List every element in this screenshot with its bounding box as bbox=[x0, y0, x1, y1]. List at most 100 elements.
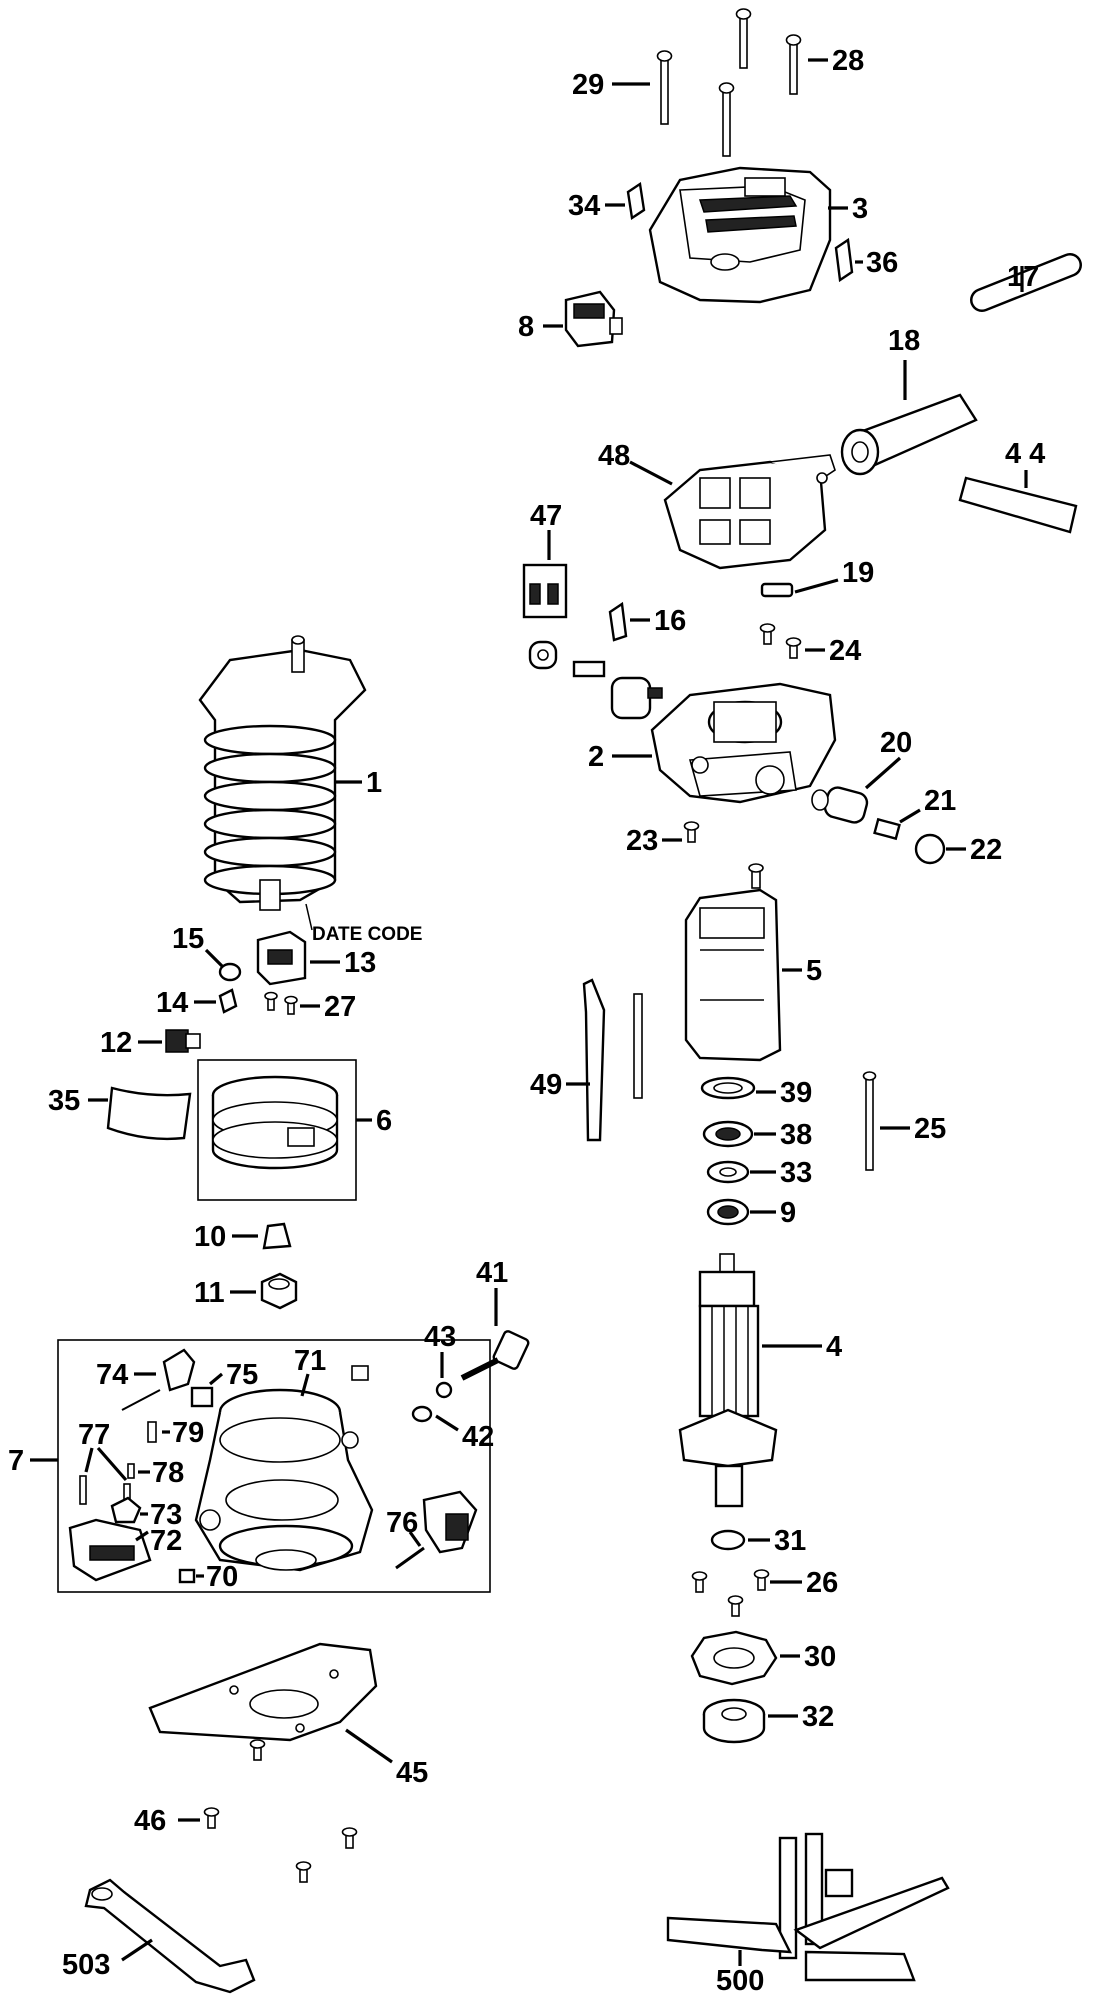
label-74: 74 bbox=[96, 1359, 128, 1391]
label-32: 32 bbox=[802, 1701, 834, 1733]
label-6: 6 bbox=[376, 1105, 392, 1137]
clip-16 bbox=[608, 601, 628, 642]
pin-76 bbox=[395, 1546, 425, 1570]
label-7: 7 bbox=[8, 1445, 24, 1477]
brush-21 bbox=[873, 817, 901, 841]
part-70 bbox=[178, 1568, 196, 1584]
part-73 bbox=[110, 1496, 142, 1524]
label-75: 75 bbox=[226, 1359, 258, 1391]
bearing-stack bbox=[700, 1076, 756, 1226]
screw-25 bbox=[862, 1071, 877, 1171]
bracket-13 bbox=[256, 930, 307, 986]
motor-base-1 bbox=[198, 635, 367, 911]
pin-77a bbox=[79, 1475, 87, 1505]
screw-28-29-group bbox=[656, 8, 802, 157]
motor-cover-3 bbox=[648, 166, 832, 304]
knob-41 bbox=[460, 1330, 530, 1381]
label-3: 3 bbox=[852, 193, 868, 225]
armature-4 bbox=[678, 1253, 778, 1508]
label-24: 24 bbox=[829, 635, 861, 667]
screws-26 bbox=[691, 1569, 770, 1617]
label-39: 39 bbox=[780, 1077, 812, 1109]
label-72: 72 bbox=[150, 1525, 182, 1557]
label-18: 18 bbox=[888, 325, 920, 357]
screws-46 bbox=[203, 1739, 358, 1883]
fixed-base-box bbox=[57, 1339, 491, 1593]
label-5: 5 bbox=[806, 955, 822, 987]
label-16: 16 bbox=[654, 605, 686, 637]
label-71: 71 bbox=[294, 1345, 326, 1377]
lever-74 bbox=[162, 1348, 196, 1392]
label-30: 30 bbox=[804, 1641, 836, 1673]
motor-housing-2 bbox=[650, 682, 837, 804]
label-1: 1 bbox=[366, 767, 382, 799]
label-43: 43 bbox=[424, 1321, 456, 1353]
parts-49 bbox=[582, 978, 643, 1142]
brush-cap-22 bbox=[914, 833, 946, 865]
switch-47 bbox=[522, 563, 568, 619]
label-31: 31 bbox=[774, 1525, 806, 1557]
screws-27 bbox=[264, 991, 298, 1015]
label-47: 47 bbox=[530, 500, 562, 532]
clip-14 bbox=[218, 988, 238, 1014]
stator-5 bbox=[684, 863, 782, 1062]
label-4: 4 bbox=[826, 1331, 842, 1363]
label-sticker-44 bbox=[958, 476, 1078, 534]
label-70: 70 bbox=[206, 1561, 238, 1593]
label-plate-36 bbox=[834, 237, 854, 283]
label-73: 73 bbox=[150, 1499, 182, 1531]
bearing-plate-30 bbox=[690, 1630, 778, 1686]
fixed-base-71 bbox=[194, 1365, 374, 1572]
label-19: 19 bbox=[842, 557, 874, 589]
label-9: 9 bbox=[780, 1197, 796, 1229]
label-500: 500 bbox=[716, 1965, 764, 1997]
label-46: 46 bbox=[134, 1805, 166, 1837]
washer-42 bbox=[411, 1405, 433, 1423]
label-44: 4 4 bbox=[1005, 438, 1045, 470]
label-2: 2 bbox=[588, 741, 604, 773]
power-cord-17 bbox=[970, 253, 1082, 312]
label-78: 78 bbox=[152, 1457, 184, 1489]
bearing-32 bbox=[702, 1698, 766, 1744]
label-12: 12 bbox=[100, 1027, 132, 1059]
label-25: 25 bbox=[914, 1113, 946, 1145]
label-35: 35 bbox=[48, 1085, 80, 1117]
label-42: 42 bbox=[462, 1421, 494, 1453]
label-76: 76 bbox=[386, 1507, 418, 1539]
pin-15 bbox=[218, 962, 242, 982]
depth-ring-box bbox=[197, 1059, 357, 1201]
label-21: 21 bbox=[924, 785, 956, 817]
label-23: 23 bbox=[626, 825, 658, 857]
washer-43 bbox=[435, 1381, 453, 1399]
label-17: 17 bbox=[1007, 261, 1039, 293]
label-79: 79 bbox=[172, 1417, 204, 1449]
cord-sleeve-18 bbox=[840, 393, 978, 476]
part-12 bbox=[165, 1029, 201, 1053]
label-plate-34 bbox=[626, 181, 646, 221]
pin-79 bbox=[147, 1421, 157, 1443]
brush-parts bbox=[528, 640, 663, 720]
label-49: 49 bbox=[530, 1069, 562, 1101]
part-75 bbox=[190, 1386, 214, 1408]
brush-holder-20 bbox=[811, 786, 869, 824]
date-code-label: DATE CODE bbox=[312, 924, 422, 945]
edge-guide-500 bbox=[666, 1832, 950, 1982]
label-8: 8 bbox=[518, 311, 534, 343]
switch-assembly-48 bbox=[663, 454, 836, 570]
part-19 bbox=[760, 582, 794, 598]
collet-nut-11 bbox=[260, 1272, 298, 1310]
label-36: 36 bbox=[866, 247, 898, 279]
ring-31 bbox=[710, 1529, 746, 1551]
label-14: 14 bbox=[156, 987, 188, 1019]
label-45: 45 bbox=[396, 1757, 428, 1789]
handle-76-part bbox=[422, 1490, 478, 1554]
label-27: 27 bbox=[324, 991, 356, 1023]
depth-ring-6 bbox=[211, 1075, 339, 1170]
label-26: 26 bbox=[806, 1567, 838, 1599]
label-48: 48 bbox=[598, 440, 630, 472]
label-503: 503 bbox=[62, 1949, 110, 1981]
label-15: 15 bbox=[172, 923, 204, 955]
label-34: 34 bbox=[568, 190, 600, 222]
label-10: 10 bbox=[194, 1221, 226, 1253]
label-38: 38 bbox=[780, 1119, 812, 1151]
